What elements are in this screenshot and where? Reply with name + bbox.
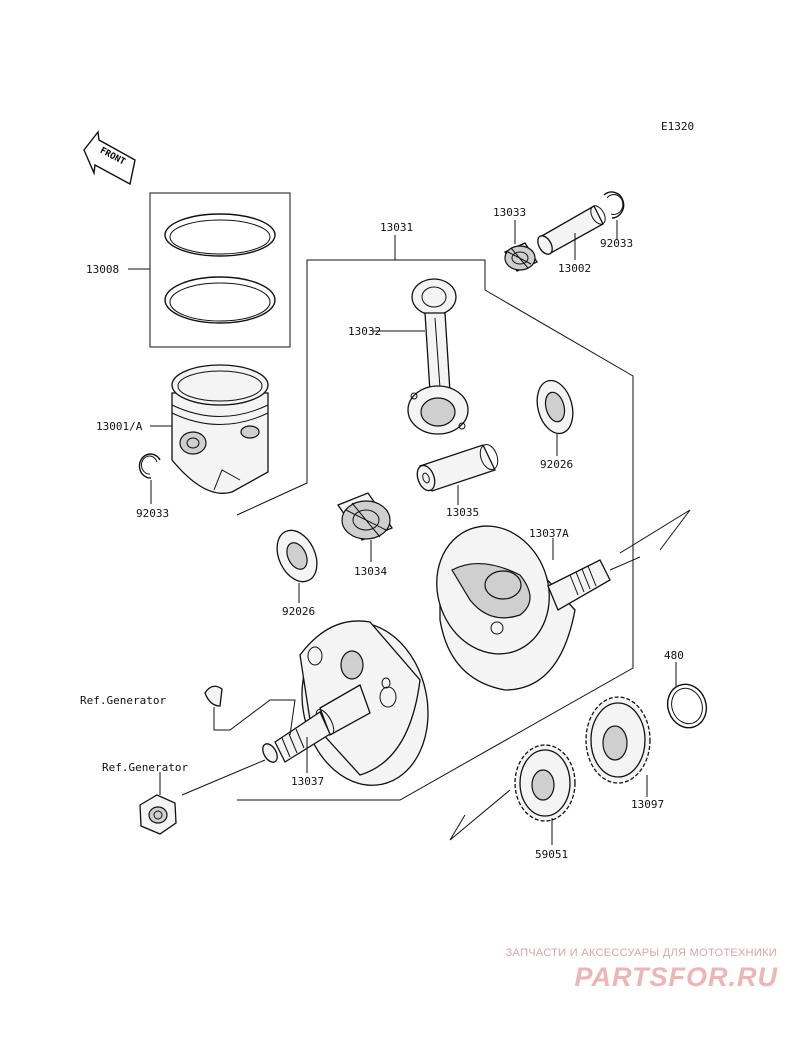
callout-92033-right: 92033 <box>600 237 633 250</box>
watermark-brand: PARTSFOR.RU <box>574 962 778 992</box>
ref-generator-nut: Ref.Generator <box>102 761 188 774</box>
circlip-left <box>138 453 161 479</box>
callout-13002: 13002 <box>558 262 591 275</box>
gear-13097 <box>585 696 651 784</box>
bearing-small-end <box>504 242 538 272</box>
callout-13034: 13034 <box>354 565 387 578</box>
callout-13001-a: 13001/A <box>96 420 143 433</box>
front-arrow-icon: FRONT <box>83 130 136 186</box>
piston-ring-set <box>149 192 291 348</box>
watermark-tagline: ЗАПЧАСТИ И АКСЕССУАРЫ ДЛЯ МОТОТЕХНИКИ <box>505 947 777 959</box>
crankshaft-left-half <box>181 620 429 796</box>
callout-480: 480 <box>664 649 684 662</box>
piston <box>171 364 269 494</box>
callout-13031: 13031 <box>380 221 413 234</box>
circlip-right <box>603 191 625 219</box>
connecting-rod <box>407 278 469 435</box>
callout-13033: 13033 <box>493 206 526 219</box>
thrust-washer-right <box>536 379 574 435</box>
callout-13032: 13032 <box>348 325 381 338</box>
bearing-big-end <box>337 492 393 541</box>
front-arrow-label: FRONT <box>98 146 127 168</box>
callout-92033-left: 92033 <box>136 507 169 520</box>
callout-92026-right: 92026 <box>540 458 573 471</box>
piston-pin <box>537 205 606 255</box>
thrust-washer-left <box>276 529 318 583</box>
gear-59051 <box>514 744 576 822</box>
crankshaft-nut <box>139 794 177 835</box>
circlip-480 <box>666 683 708 729</box>
callout-13037: 13037 <box>291 775 324 788</box>
callout-13097: 13097 <box>631 798 664 811</box>
ref-generator-key: Ref.Generator <box>80 694 166 707</box>
diagram-code: E1320 <box>661 120 694 133</box>
crank-pin <box>416 443 499 492</box>
callout-59051: 59051 <box>535 848 568 861</box>
callout-92026-left: 92026 <box>282 605 315 618</box>
callout-13037a: 13037A <box>529 527 569 540</box>
callout-13008: 13008 <box>86 263 119 276</box>
crankshaft-right-half <box>436 525 641 691</box>
woodruff-key <box>204 685 223 707</box>
callout-13035: 13035 <box>446 506 479 519</box>
